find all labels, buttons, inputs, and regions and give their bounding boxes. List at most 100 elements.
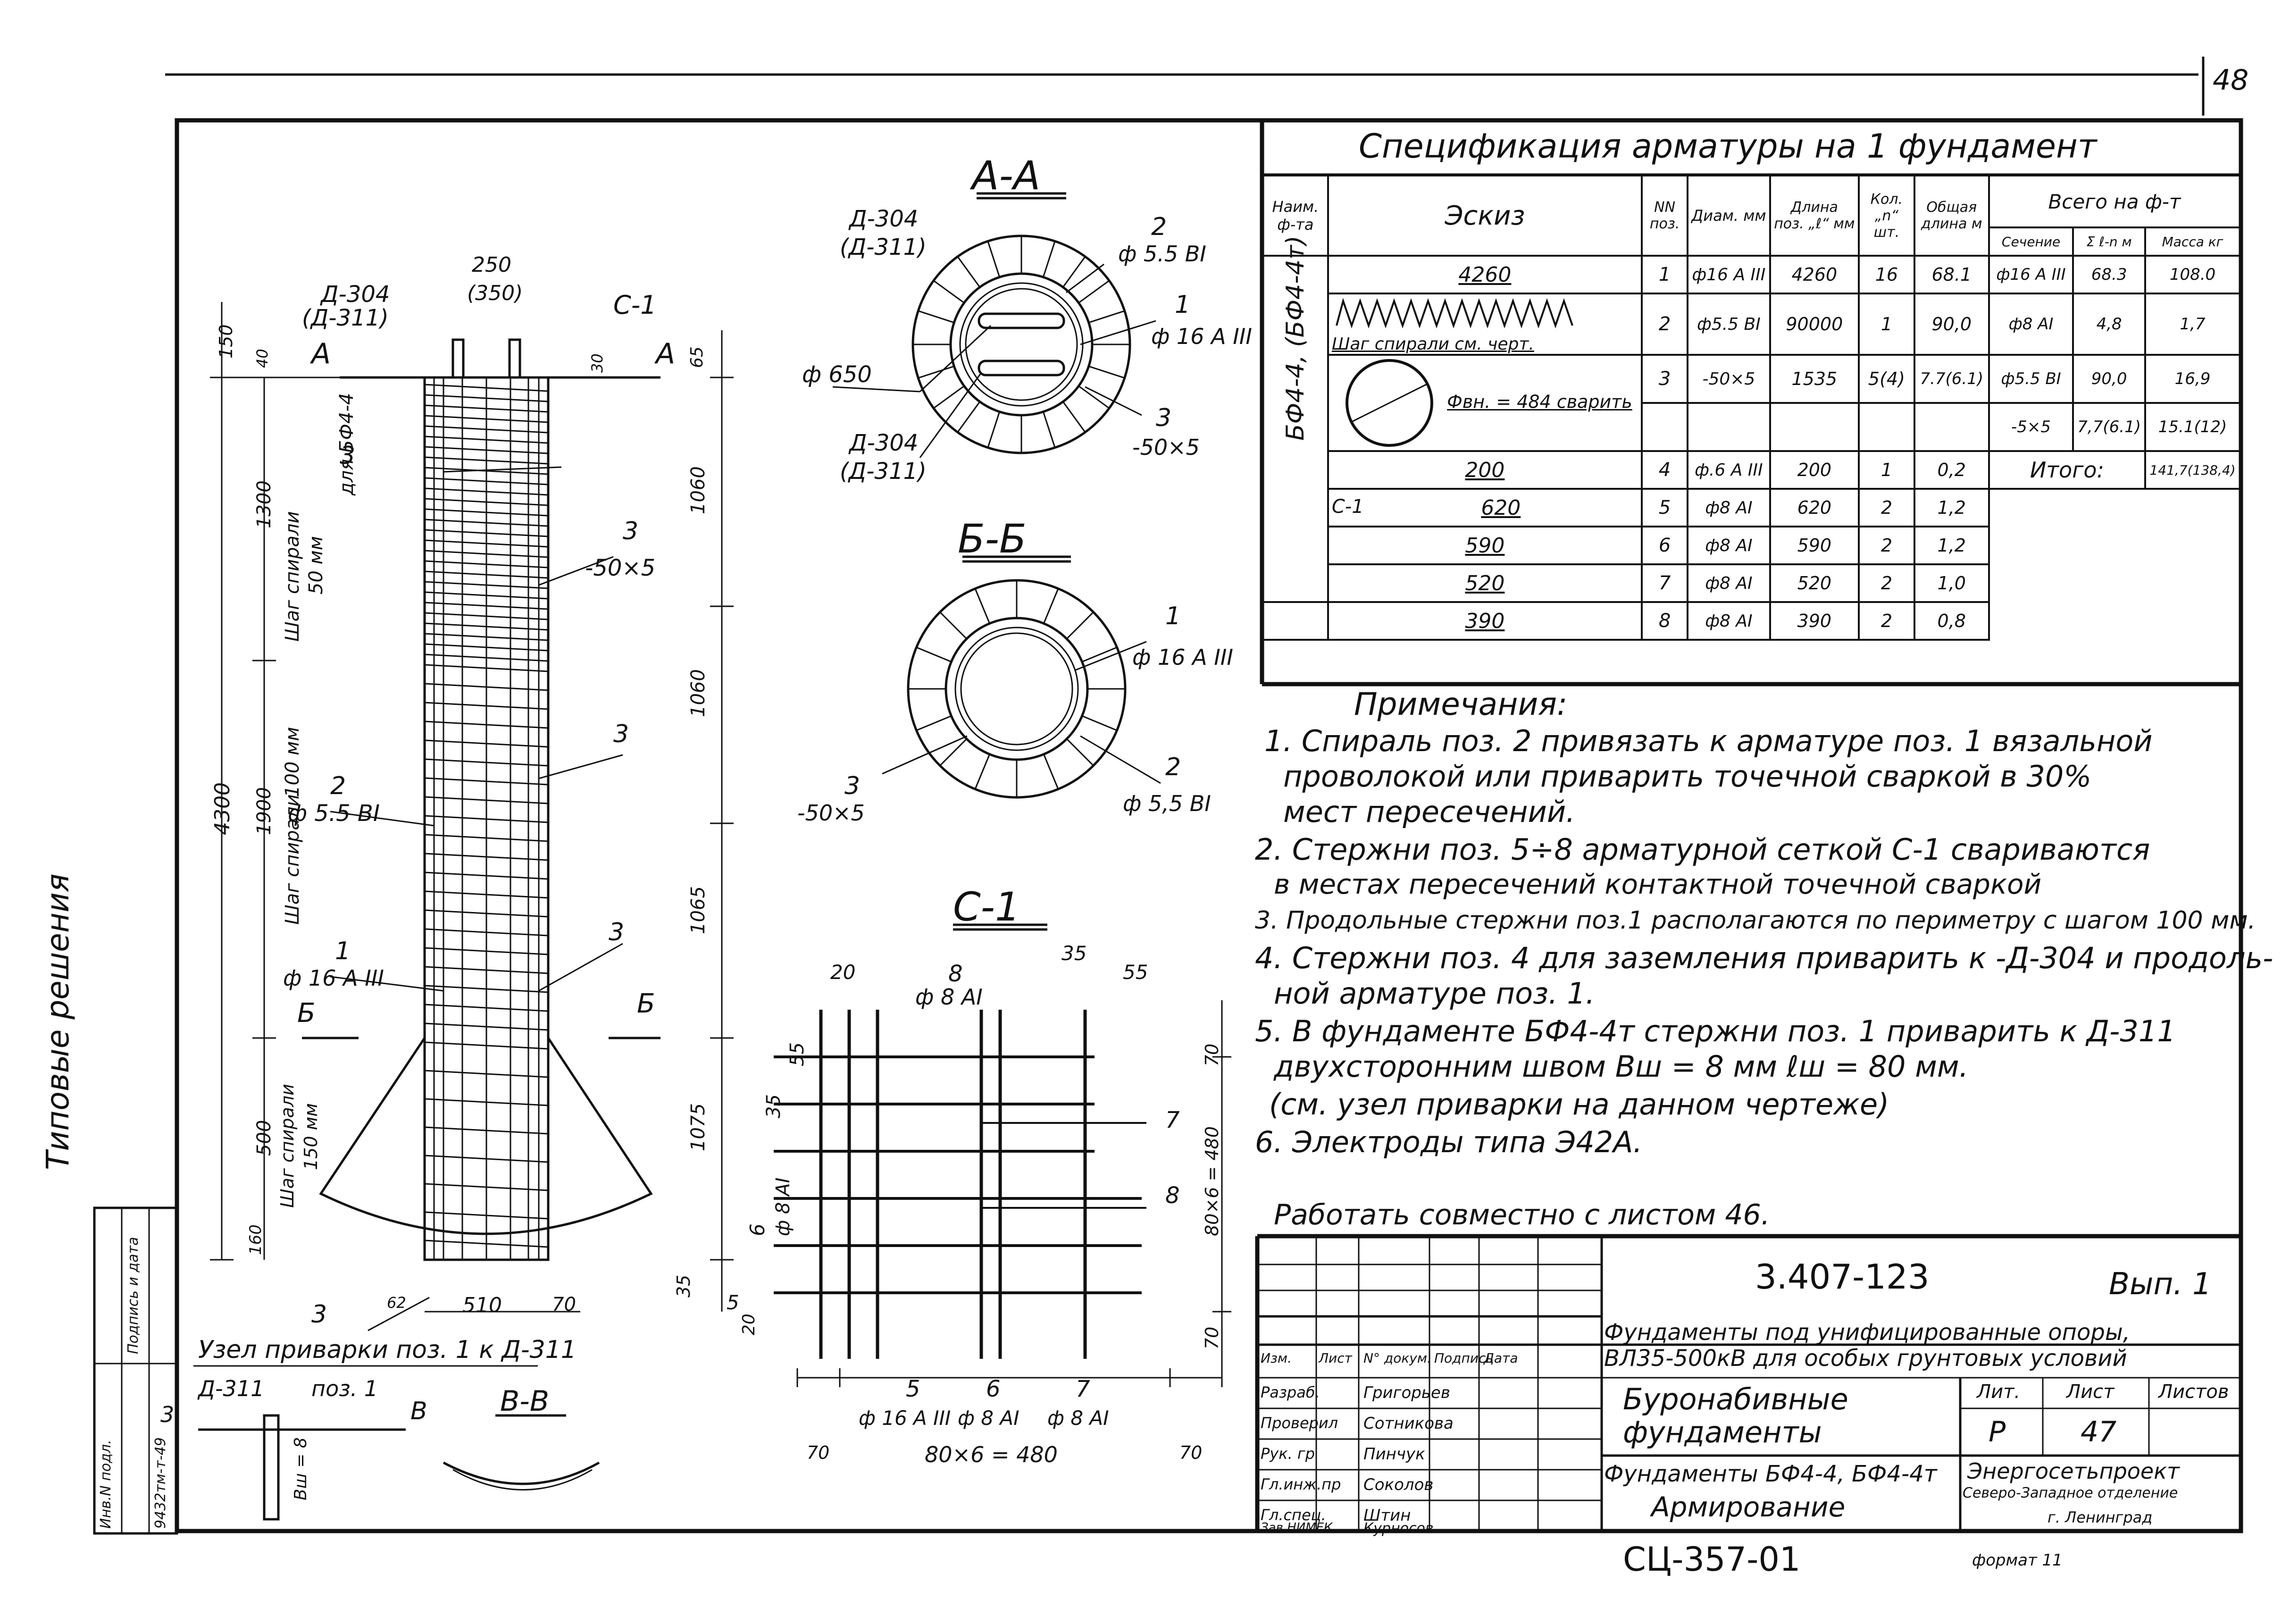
spec-r6-qty: 2 <box>1858 526 1915 565</box>
tb-lit: Р <box>1989 1415 2006 1448</box>
c1-title: С-1 <box>953 884 1020 930</box>
bb-3: 3 <box>844 772 861 800</box>
spec-r3b-diam <box>1687 402 1771 452</box>
note-line-7: 4. Стержни поз. 4 для заземления привари… <box>1255 941 2273 975</box>
mv-1300: 1300 <box>253 480 275 528</box>
page-number: 48 <box>2213 64 2249 97</box>
left-strip <box>93 1206 178 1535</box>
project-line-1: Фундаменты под унифицированные опоры, <box>1604 1319 2130 1346</box>
sheet-title-1: Фундаменты БФ4-4, БФ4-4т <box>1604 1461 1937 1487</box>
spec-r2-diam: ф5.5 ВI <box>1687 293 1771 356</box>
mv-30: 30 <box>588 353 606 373</box>
c1-d20: 20 <box>830 961 856 984</box>
c1-d20b: 20 <box>739 1314 759 1335</box>
spec-r4-qty: 1 <box>1858 450 1915 490</box>
aa-title: А-А <box>972 152 1041 199</box>
aa-d304b: Д-304 <box>849 430 919 456</box>
spec-r4-len: 200 <box>1769 450 1860 490</box>
spec-r6-len: 590 <box>1769 526 1860 565</box>
spec-r1-pos: 1 <box>1640 255 1689 294</box>
mv-70: 70 <box>552 1294 576 1315</box>
mv-pitch50: Шаг спирали <box>282 511 303 642</box>
mv-d311: (Д-311) <box>302 305 389 331</box>
spec-h-mass: Масса кг <box>2144 226 2241 257</box>
mv-b-right: Б <box>637 988 655 1019</box>
mv-4300: 4300 <box>210 782 234 835</box>
tb-name-1: Григорьев <box>1363 1383 1450 1402</box>
tb-role-3: Рук. гр <box>1261 1445 1315 1463</box>
side-label: Типовые решения <box>40 873 76 1170</box>
spec-r3-sketch: Фвн. = 484 сварить <box>1327 354 1643 452</box>
spec-r3-len: 1535 <box>1769 354 1860 404</box>
spiral-sketch-icon <box>1335 298 1573 329</box>
wn-d311: Д-311 <box>198 1376 265 1401</box>
mv-a-left: А <box>311 337 331 370</box>
spec-r2-sketch: Шаг спирали см. черт. <box>1327 293 1643 356</box>
spec-r6-total: 1,2 <box>1913 526 1990 565</box>
mv-500: 500 <box>253 1120 275 1156</box>
aa-1: 1 <box>1175 291 1191 319</box>
spec-h-qty: Кол. „n“ шт. <box>1858 175 1915 257</box>
spec-r8-len: 390 <box>1769 601 1860 641</box>
spec-h-pos: NN поз. <box>1640 175 1689 257</box>
note-line-6: 3. Продольные стержни поз.1 располагаютс… <box>1255 906 2256 935</box>
spec-r2-len: 90000 <box>1769 293 1860 356</box>
mv-350: (350) <box>467 281 523 305</box>
spec-r3b-pos <box>1640 402 1689 452</box>
tb-col-list: Лист <box>1319 1350 1352 1366</box>
note-line-11: (см. узел приварки на данном чертеже) <box>1269 1087 1889 1122</box>
project-line-2: ВЛ35-500кВ для особых грунтовых условий <box>1604 1345 2127 1372</box>
c1-r6-val: ф 8 АI <box>772 1177 794 1236</box>
aa-1-val: ф 16 А III <box>1151 324 1252 349</box>
spec-title: Спецификация арматуры на 1 фундамент <box>1359 127 2097 166</box>
spec-r4-diam: ф.6 А III <box>1687 450 1771 490</box>
spec-r7-sketch: 520 <box>1327 563 1643 603</box>
spec-r1-sketch: 4260 <box>1327 255 1643 294</box>
bb-1: 1 <box>1165 602 1181 630</box>
tb-name-3: Пинчук <box>1363 1445 1425 1464</box>
aa-650: ф 650 <box>802 361 872 388</box>
issue: Вып. 1 <box>2109 1267 2212 1302</box>
spec-h-all: Всего на ф-т <box>1988 175 2241 228</box>
spec-r8-pos: 8 <box>1640 601 1689 641</box>
c1-r5-val: ф 16 А III <box>859 1406 951 1430</box>
tb-list-h: Лист <box>2066 1381 2114 1403</box>
spec-total-label: Итого: <box>1988 450 2147 490</box>
spec-r6-pos: 6 <box>1640 526 1689 565</box>
tb-role-6: Зав.НИМЕК <box>1261 1521 1333 1535</box>
c1-d70b: 70 <box>1202 1326 1222 1349</box>
mv-3-bottom: 3 <box>311 1300 327 1329</box>
c1-r5: 5 <box>906 1376 920 1402</box>
org-2: Северо-Западное отделение <box>1963 1485 2178 1501</box>
c1-r6: 6 <box>746 1223 769 1236</box>
tb-role-2: Проверил <box>1261 1414 1338 1432</box>
spec-r8-qty: 2 <box>1858 601 1915 641</box>
spec-r1-grade: ф16 А III <box>1988 255 2074 294</box>
aa-d311a: (Д-311) <box>840 234 927 260</box>
spec-r2-sum: 4,8 <box>2072 293 2147 356</box>
c1-d35b: 35 <box>763 1094 785 1118</box>
spec-r4-sketch: 200 <box>1327 450 1643 490</box>
tb-name-5: Штин <box>1363 1506 1411 1525</box>
spec-r2-qty: 1 <box>1858 293 1915 356</box>
c1-r7b-val: ф 8 АI <box>1047 1406 1109 1430</box>
mv-3d: 3 <box>609 918 625 946</box>
doc-code: 3.407-123 <box>1755 1257 1930 1297</box>
mv-b-left: Б <box>297 998 316 1029</box>
mv-1075: 1075 <box>687 1103 709 1151</box>
aa-d304a: Д-304 <box>849 206 919 232</box>
mv-150: 150 <box>216 324 236 359</box>
mv-3c: 3 <box>613 720 629 748</box>
spec-r1-len: 4260 <box>1769 255 1860 294</box>
weld-node-drawing <box>193 1365 600 1521</box>
spec-empty-block <box>1989 489 2240 602</box>
c1-r7: 7 <box>1165 1107 1180 1133</box>
sheet-title-2: Армирование <box>1651 1491 1846 1523</box>
aa-2-val: ф 5.5 ВI <box>1118 241 1206 267</box>
mv-3-top: 3 <box>340 442 356 470</box>
spec-r8-blank <box>1262 601 1329 641</box>
spec-r3-mass: 16,9 <box>2144 354 2241 404</box>
spec-c1-group: С-1 <box>1331 495 1364 518</box>
mv-160: 160 <box>246 1224 265 1255</box>
